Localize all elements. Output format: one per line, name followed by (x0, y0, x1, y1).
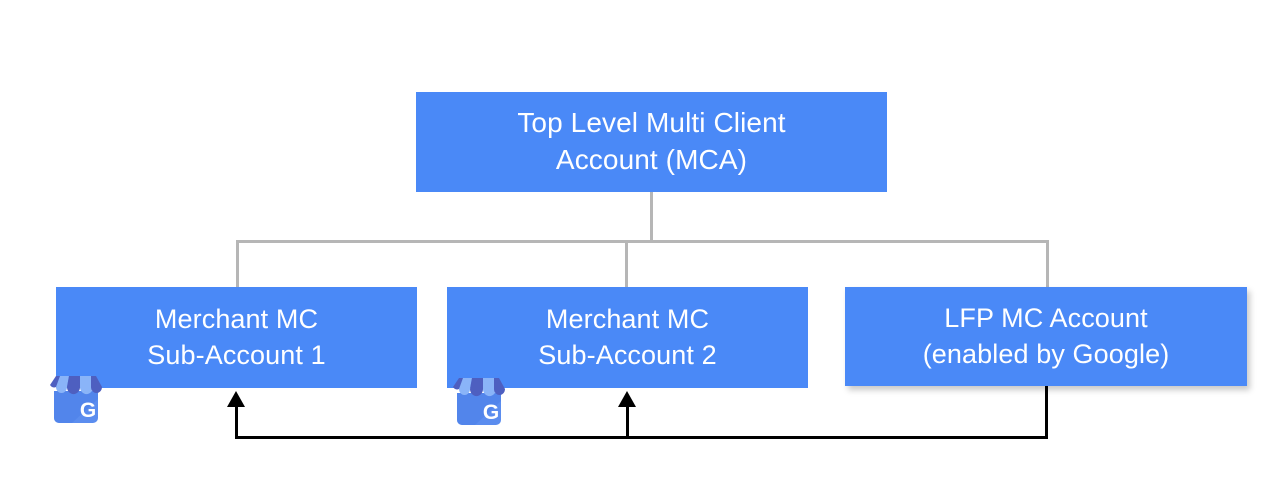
flow-line-from-lfp (1045, 386, 1048, 438)
connector-drop-sub2 (625, 240, 628, 288)
node-top-level-mca[interactable]: Top Level Multi Client Account (MCA) (416, 92, 887, 192)
arrowhead-icon-sub1 (227, 391, 245, 407)
google-my-business-icon: G (453, 378, 505, 425)
node-lfp-mc-account[interactable]: LFP MC Account (enabled by Google) (845, 287, 1247, 386)
connector-root-stem (650, 192, 653, 242)
flow-line-to-sub1 (235, 403, 238, 438)
node-merchant-mc-sub-account-1[interactable]: Merchant MC Sub-Account 1 (56, 287, 417, 388)
node-merchant-mc-sub-account-2[interactable]: Merchant MC Sub-Account 2 (447, 287, 808, 388)
connector-drop-lfp (1046, 240, 1049, 288)
connector-horizontal-bus (236, 240, 1049, 243)
arrowhead-icon-sub2 (618, 391, 636, 407)
google-my-business-icon: G (50, 376, 102, 423)
gmb-letter-g: G (483, 401, 499, 424)
flow-line-to-sub2 (626, 403, 629, 438)
connector-drop-sub1 (236, 240, 239, 288)
gmb-letter-g: G (80, 399, 96, 422)
flow-line-horizontal (235, 436, 1048, 439)
